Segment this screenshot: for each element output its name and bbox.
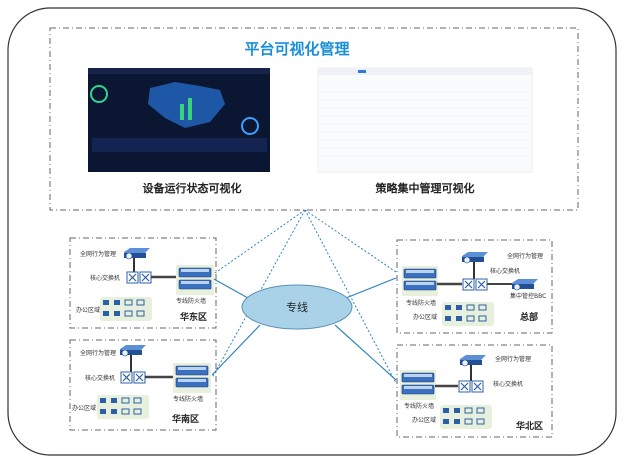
leased-line-links bbox=[211, 277, 397, 381]
office-label: 办公区域 bbox=[76, 306, 100, 314]
core-switch-icon bbox=[458, 380, 484, 393]
behavior-management-device bbox=[461, 251, 489, 264]
core-label: 核心交换机 bbox=[490, 267, 520, 275]
left-caption: 设备运行状态可视化 bbox=[143, 181, 242, 195]
site-south: 全网行为管理 核心交换机 办公区域 专线防火墙 华南区 bbox=[69, 339, 217, 431]
core-switch-icon bbox=[120, 371, 146, 384]
site-east: 全网行为管理 核心交换机 办公区域 专线防火墙 华东区 bbox=[69, 237, 217, 329]
behavior-management-device bbox=[119, 344, 147, 357]
office-pcs-icon bbox=[439, 404, 493, 430]
device-status-screenshot bbox=[88, 68, 270, 172]
outer-frame bbox=[7, 7, 617, 456]
bbc-label: 集中管控BBC bbox=[510, 292, 546, 300]
site-name: 华北区 bbox=[516, 420, 543, 432]
firewall-label: 专线防火墙 bbox=[406, 299, 436, 307]
site-name: 总部 bbox=[520, 311, 538, 323]
right-caption: 策略集中管理可视化 bbox=[375, 181, 475, 195]
behavior-label: 全网行为管理 bbox=[80, 349, 116, 357]
site-north: 全网行为管理 核心交换机 专线防火墙 办公区域 华北区 bbox=[396, 344, 553, 438]
behavior-label: 全网行为管理 bbox=[495, 355, 531, 363]
leased-line-label: 专线 bbox=[286, 300, 308, 314]
site-name: 华南区 bbox=[172, 413, 199, 425]
platform-box bbox=[49, 27, 579, 211]
core-label: 核心交换机 bbox=[85, 374, 115, 382]
site-headquarters: 全网行为管理 核心交换机 集中管控BBC 专线防火墙 办公区域 总部 bbox=[396, 239, 553, 334]
bbc-device bbox=[511, 278, 539, 291]
firewall-label: 专线防火墙 bbox=[176, 297, 206, 305]
office-label: 办公区域 bbox=[72, 404, 96, 412]
core-switch-icon bbox=[126, 271, 152, 284]
firewall-label: 专线防火墙 bbox=[404, 402, 434, 410]
office-pcs-icon bbox=[441, 301, 495, 327]
platform-title: 平台可视化管理 bbox=[244, 40, 349, 58]
office-label: 办公区域 bbox=[413, 313, 437, 321]
behavior-management-device bbox=[459, 354, 487, 367]
core-label: 核心交换机 bbox=[493, 380, 523, 388]
leased-line-cloud bbox=[241, 284, 353, 330]
policy-management-screenshot bbox=[317, 67, 533, 173]
office-pcs-icon bbox=[99, 296, 153, 322]
behavior-management-device bbox=[123, 247, 151, 260]
firewall-label: 专线防火墙 bbox=[173, 395, 203, 403]
core-switch-icon bbox=[462, 278, 488, 291]
behavior-label: 全网行为管理 bbox=[507, 252, 543, 260]
office-label: 办公区域 bbox=[412, 416, 436, 424]
behavior-label: 全网行为管理 bbox=[80, 250, 116, 258]
core-label: 核心交换机 bbox=[90, 274, 120, 282]
site-name: 华东区 bbox=[180, 311, 207, 323]
office-pcs-icon bbox=[96, 394, 150, 420]
